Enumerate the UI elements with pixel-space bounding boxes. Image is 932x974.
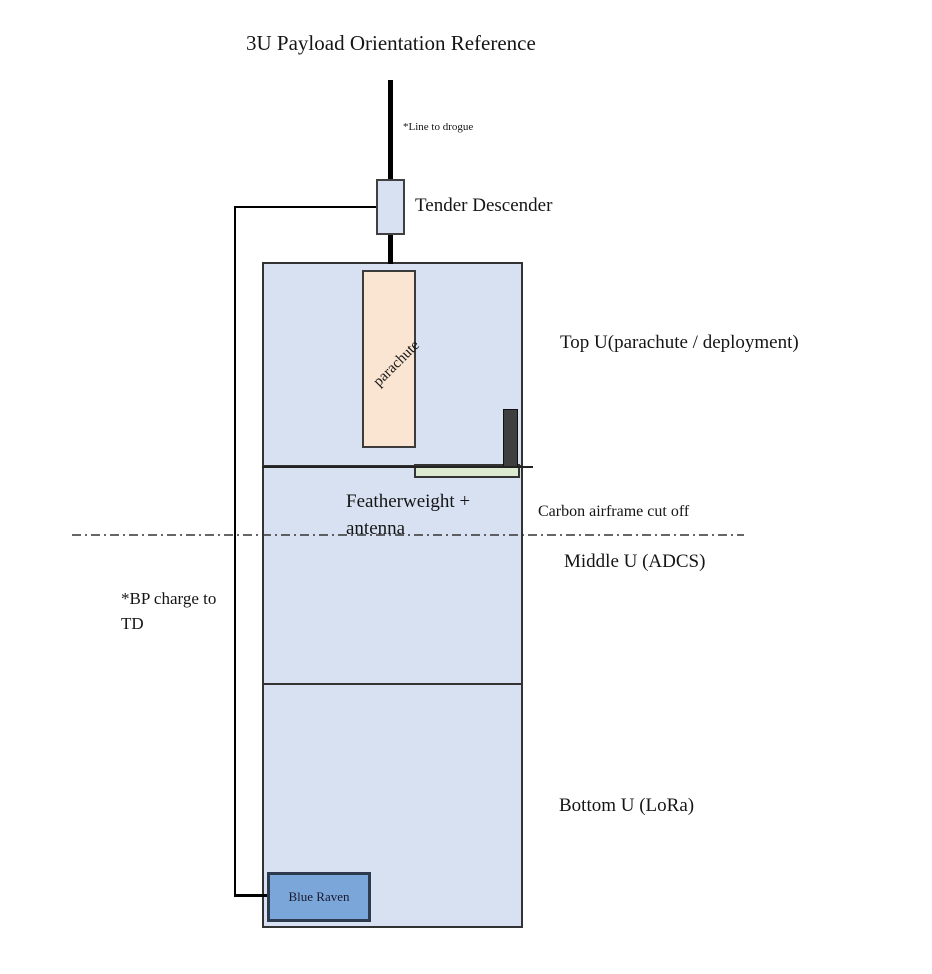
diagram-title: 3U Payload Orientation Reference <box>246 31 536 55</box>
bottom-u-label: Bottom U (LoRa) <box>559 795 695 816</box>
bp-charge-wire-bottom <box>234 894 268 897</box>
blue-raven-label: Blue Raven <box>288 889 350 904</box>
line-to-drogue-label: *Line to drogue <box>403 121 474 133</box>
bp-charge-label-line1: *BP charge to <box>121 589 217 608</box>
middle-u-label: Middle U (ADCS) <box>564 551 706 572</box>
blue-raven-box: Blue Raven <box>267 872 371 922</box>
drogue-line-upper <box>388 80 393 180</box>
featherweight-label-line2: antenna <box>346 518 406 539</box>
drogue-line-lower <box>388 233 393 264</box>
tender-descender-label: Tender Descender <box>415 195 553 216</box>
carbon-cutoff-label: Carbon airframe cut off <box>538 503 690 520</box>
top-u-divider-line <box>262 466 533 468</box>
parachute-box <box>362 270 416 448</box>
bp-charge-wire-vertical <box>234 206 236 896</box>
bp-charge-wire-top <box>235 206 376 208</box>
bp-charge-label: *BP charge to TD <box>121 586 216 636</box>
bp-charge-label-line2: TD <box>121 614 144 633</box>
carbon-cutoff-line <box>72 534 744 536</box>
featherweight-bar <box>503 409 518 468</box>
featherweight-label-line1: Featherweight + <box>346 491 471 512</box>
middle-u-section <box>262 465 523 685</box>
top-u-label: Top U(parachute / deployment) <box>560 332 799 353</box>
featherweight-label: Featherweight + antenna <box>346 488 470 542</box>
tender-descender-box <box>376 179 405 235</box>
